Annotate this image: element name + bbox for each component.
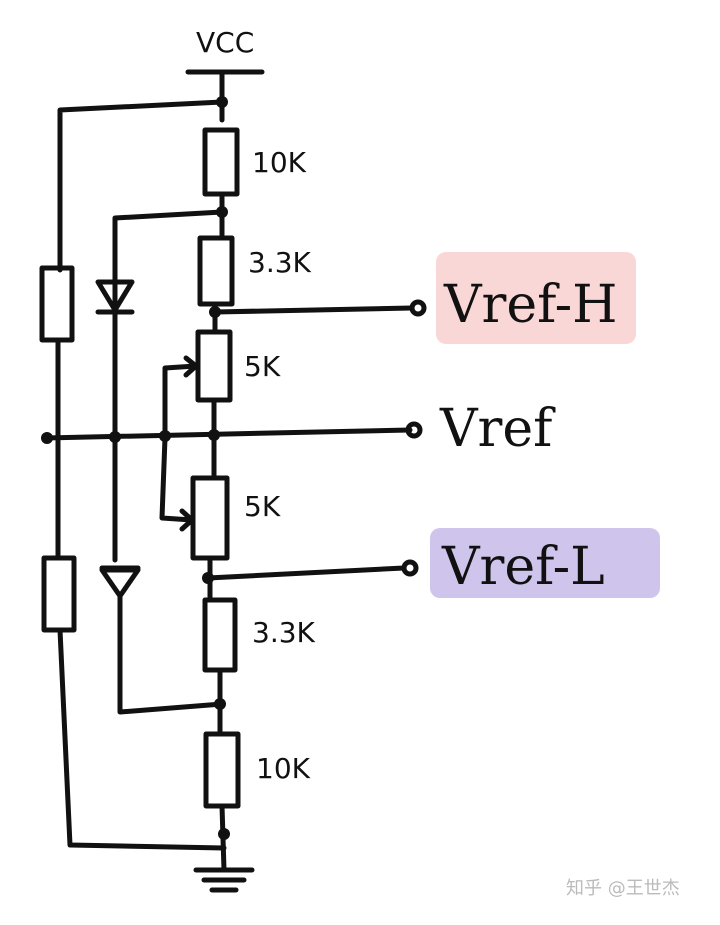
junction-dot (214, 698, 226, 710)
junction-dot (216, 96, 228, 108)
pot-upper-label: 5K (244, 350, 281, 383)
r-lower-label: 3.3K (252, 616, 316, 649)
vref-h-wire (212, 305, 415, 315)
vref-l-highlight (430, 528, 660, 598)
watermark: 知乎 @王世杰 (566, 878, 680, 899)
junction-dot (41, 432, 53, 444)
resistor-upper-3k3 (197, 235, 235, 307)
wiper-arrow (183, 355, 199, 378)
r-top-label: 10K (252, 146, 307, 179)
junction-dot (208, 429, 220, 441)
resistor-bottom-10k (203, 731, 241, 809)
vref-bus (42, 427, 413, 441)
junction-dot (159, 430, 171, 442)
resistor-left-upper (39, 265, 75, 343)
diode-lower (99, 567, 141, 599)
wiper-arrow (179, 508, 195, 532)
junction-dot (109, 431, 121, 443)
vref-l-label: Vref-L (441, 537, 605, 597)
r-bottom-label: 10K (256, 752, 311, 785)
vref-h-label: Vref-H (443, 275, 618, 335)
vref-l-terminal (401, 559, 419, 577)
junction-dot (218, 828, 230, 840)
vcc-label: VCC (196, 26, 254, 59)
junction-dot (209, 306, 221, 318)
resistor-lower-3k3 (202, 597, 238, 673)
pot-lower-label: 5K (244, 490, 281, 523)
diode-branch-top-wire (112, 209, 225, 281)
diode-upper (95, 279, 135, 313)
junction-dot (216, 206, 228, 218)
left-bottom-wire (57, 627, 227, 851)
vref-label: Vref (439, 399, 556, 459)
pot-upper-5k (195, 329, 233, 403)
vref-h-highlight (436, 252, 636, 344)
pot-upper-wiper (162, 363, 199, 441)
r-upper-label: 3.3K (248, 246, 312, 279)
pot-lower-5k (190, 475, 230, 561)
junction-dot (202, 572, 214, 584)
vref-l-wire (205, 565, 407, 581)
resistor-top-10k (202, 127, 240, 197)
vref-h-terminal (409, 299, 427, 317)
left-top-wire (57, 99, 225, 273)
pot-lower-wiper (159, 435, 195, 523)
vref-terminal (405, 421, 423, 439)
resistor-left-lower (41, 555, 77, 633)
diode-branch-bottom-wire (117, 593, 225, 715)
